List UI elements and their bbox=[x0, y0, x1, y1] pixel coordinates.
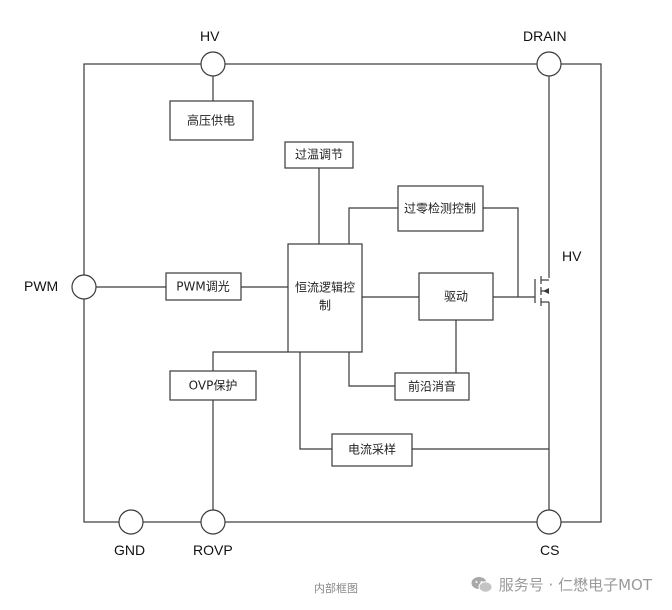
svg-text:高压供电: 高压供电 bbox=[187, 113, 235, 128]
pin-hv bbox=[200, 51, 226, 77]
block-over-temp: 过温调节 bbox=[284, 141, 354, 169]
wechat-icon bbox=[471, 576, 493, 593]
pin-gnd bbox=[118, 509, 144, 535]
wire-logic-zerodetect bbox=[348, 207, 398, 244]
figure-caption: 内部框图 bbox=[314, 582, 358, 595]
svg-text:恒流逻辑控: 恒流逻辑控 bbox=[295, 281, 355, 295]
svg-text:过温调节: 过温调节 bbox=[295, 148, 343, 162]
block-ovp: OVP保护 bbox=[169, 370, 257, 401]
label-rovp: ROVP bbox=[193, 542, 233, 558]
label-pwm: PWM bbox=[24, 278, 58, 294]
svg-text:制: 制 bbox=[319, 299, 331, 313]
label-cs: CS bbox=[540, 542, 559, 558]
svg-text:PWM调光: PWM调光 bbox=[176, 280, 229, 294]
label-hv: HV bbox=[200, 28, 220, 44]
mosfet-symbol bbox=[534, 276, 549, 306]
pin-rovp bbox=[200, 509, 226, 535]
watermark-text: 服务号 · 仁懋电子MOT bbox=[498, 576, 652, 594]
pin-drain bbox=[536, 51, 562, 77]
wire-logic-cs bbox=[299, 352, 332, 450]
wire-zerodetect-drain bbox=[483, 207, 519, 297]
block-zero-detect: 过零检测控制 bbox=[397, 185, 484, 232]
block-logic: 恒流逻辑控 制 bbox=[287, 243, 363, 353]
label-hv-mosfet: HV bbox=[562, 248, 582, 264]
svg-text:电流采样: 电流采样 bbox=[348, 442, 396, 457]
wire-ovp-logic bbox=[212, 351, 288, 371]
watermark: 服务号 · 仁懋电子MOT bbox=[471, 574, 652, 595]
block-current-sense: 电流采样 bbox=[331, 433, 413, 467]
block-leading-edge: 前沿消音 bbox=[394, 372, 470, 401]
pin-pwm bbox=[71, 274, 97, 300]
wire-logic-leb bbox=[348, 352, 395, 387]
svg-text:驱动: 驱动 bbox=[444, 290, 468, 304]
svg-text:过零检测控制: 过零检测控制 bbox=[404, 201, 476, 216]
block-diagram: 高压供电 过温调节 过零检测控制 PWM调光 恒流逻辑控 制 驱动 OVP保护 … bbox=[24, 28, 602, 558]
block-hv-supply: 高压供电 bbox=[169, 100, 254, 141]
svg-text:前沿消音: 前沿消音 bbox=[408, 379, 456, 394]
svg-text:OVP保护: OVP保护 bbox=[189, 379, 238, 393]
block-driver: 驱动 bbox=[418, 272, 494, 321]
label-drain: DRAIN bbox=[523, 28, 567, 44]
block-pwm-dim: PWM调光 bbox=[165, 272, 242, 301]
label-gnd: GND bbox=[114, 542, 145, 558]
pin-cs bbox=[536, 509, 562, 535]
